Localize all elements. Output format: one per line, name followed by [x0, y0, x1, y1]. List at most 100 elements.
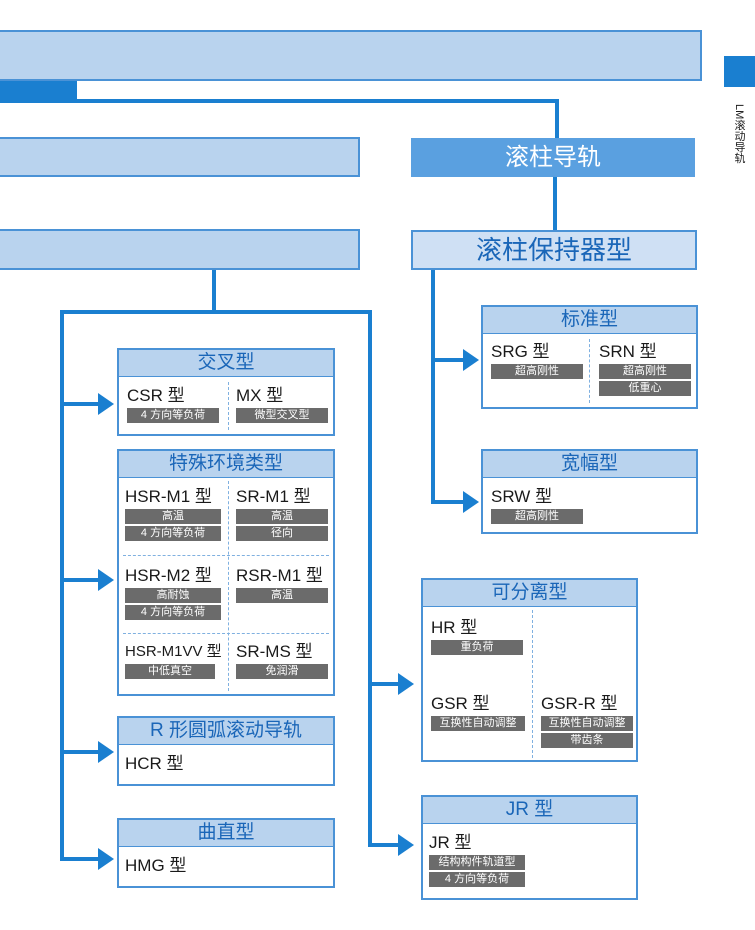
- side-tab-label: LM滚动导轨: [733, 104, 745, 164]
- product-gsr-r: GSR-R 型 互换性自动调整 带齿条: [541, 694, 633, 748]
- arrow-separable: [398, 673, 414, 695]
- connector-curve: [60, 857, 100, 861]
- connector-standard: [435, 358, 465, 362]
- hsr-m2-tag-2: 4 方向等负荷: [125, 605, 221, 620]
- top-banner-tab: [0, 81, 77, 103]
- gsr-r-name: GSR-R 型: [541, 694, 618, 713]
- product-hsr-m1: HSR-M1 型 高温 4 方向等负荷: [125, 487, 221, 541]
- hsr-m1-name: HSR-M1 型: [125, 487, 212, 506]
- product-rsr-m1: RSR-M1 型 高温: [236, 566, 328, 603]
- product-sr-ms: SR-MS 型 免润滑: [236, 642, 328, 679]
- divider: [123, 555, 329, 556]
- arrow-cross: [98, 393, 114, 415]
- top-banner: [0, 30, 702, 81]
- side-tab-marker: [724, 56, 755, 87]
- srn-tag-1: 超高刚性: [599, 364, 691, 379]
- product-hsr-m2: HSR-M2 型 高耐蚀 4 方向等负荷: [125, 566, 221, 620]
- special-title: 特殊环境类型: [119, 451, 333, 478]
- connector-separable: [372, 682, 400, 686]
- connector-right-trunk: [368, 310, 372, 847]
- product-srg: SRG 型 超高刚性: [491, 342, 583, 379]
- srn-tag-2: 低重心: [599, 381, 691, 396]
- divider: [228, 481, 229, 691]
- divider: [532, 610, 533, 758]
- srg-name: SRG 型: [491, 342, 550, 361]
- roller-retainer-box: 滚柱保持器型: [411, 230, 697, 270]
- connector-top-v: [555, 99, 559, 139]
- product-sr-m1: SR-M1 型 高温 径向: [236, 487, 328, 541]
- rsr-m1-name: RSR-M1 型: [236, 566, 323, 585]
- connector-r-arc: [64, 750, 100, 754]
- connector-roller-trunk: [431, 270, 435, 504]
- connector-special: [64, 578, 100, 582]
- gsr-tag: 互换性自动调整: [431, 716, 525, 731]
- hsr-m1-tag-1: 高温: [125, 509, 221, 524]
- jr-tag-1: 结构构件轨道型: [429, 855, 525, 870]
- divider: [589, 339, 590, 403]
- sr-m1-name: SR-M1 型: [236, 487, 311, 506]
- connector-left-stem: [212, 270, 216, 314]
- separable-card: 可分离型 HR 型 重负荷 GSR 型 互换性自动调整 GSR-R 型 互换性自…: [421, 578, 638, 762]
- r-arc-title: R 形圆弧滚动导轨: [119, 718, 333, 745]
- roller-retainer-title: 滚柱保持器型: [475, 235, 632, 265]
- hmg-name: HMG 型: [125, 856, 187, 875]
- sr-m1-tag-1: 高温: [236, 509, 328, 524]
- wide-card: 宽幅型 SRW 型 超高刚性: [481, 449, 698, 534]
- mx-name: MX 型: [236, 386, 284, 405]
- cross-card: 交叉型 CSR 型 4 方向等负荷 MX 型 微型交叉型: [117, 348, 335, 436]
- standard-card: 标准型 SRG 型 超高刚性 SRN 型 超高刚性 低重心: [481, 305, 698, 409]
- product-jr: JR 型 结构构件轨道型 4 方向等负荷: [429, 833, 525, 887]
- jr-tag-2: 4 方向等负荷: [429, 872, 525, 887]
- product-mx: MX 型 微型交叉型: [236, 386, 328, 423]
- gsr-r-tag-2: 带齿条: [541, 733, 633, 748]
- roller-guide-title: 滚柱导轨: [505, 144, 601, 171]
- arrow-standard: [463, 349, 479, 371]
- arrow-curve: [98, 848, 114, 870]
- srg-tag: 超高刚性: [491, 364, 583, 379]
- product-hr: HR 型 重负荷: [431, 618, 523, 655]
- hsr-m1vv-name: HSR-M1VV 型: [125, 643, 222, 660]
- curve-title: 曲直型: [119, 820, 333, 847]
- ball-guide-banner: [0, 137, 360, 177]
- srn-name: SRN 型: [599, 342, 657, 361]
- hsr-m1vv-tag: 中低真空: [125, 664, 215, 679]
- hr-name: HR 型: [431, 618, 478, 637]
- connector-top-h: [77, 99, 559, 103]
- connector-wide: [431, 500, 465, 504]
- connector-roller-v: [553, 177, 557, 230]
- product-hsr-m1vv: HSR-M1VV 型 中低真空: [125, 642, 227, 679]
- connector-left-bar: [60, 310, 372, 314]
- standard-title: 标准型: [483, 307, 696, 334]
- gsr-name: GSR 型: [431, 694, 490, 713]
- srw-name: SRW 型: [491, 487, 553, 506]
- divider: [228, 382, 229, 430]
- hsr-m2-tag-1: 高耐蚀: [125, 588, 221, 603]
- curve-card: 曲直型 HMG 型: [117, 818, 335, 888]
- sr-ms-name: SR-MS 型: [236, 642, 313, 661]
- arrow-r-arc: [98, 741, 114, 763]
- gsr-r-tag-1: 互换性自动调整: [541, 716, 633, 731]
- jr-card: JR 型 JR 型 结构构件轨道型 4 方向等负荷: [421, 795, 638, 900]
- hsr-m2-name: HSR-M2 型: [125, 566, 212, 585]
- arrow-jr: [398, 834, 414, 856]
- r-arc-card: R 形圆弧滚动导轨 HCR 型: [117, 716, 335, 786]
- sr-m1-tag-2: 径向: [236, 526, 328, 541]
- roller-guide-box: 滚柱导轨: [411, 138, 695, 177]
- hcr-name: HCR 型: [125, 754, 184, 773]
- product-gsr: GSR 型 互换性自动调整: [431, 694, 525, 731]
- divider: [123, 633, 329, 634]
- hr-tag: 重负荷: [431, 640, 523, 655]
- cross-title: 交叉型: [119, 350, 333, 377]
- csr-name: CSR 型: [127, 386, 185, 405]
- product-srn: SRN 型 超高刚性 低重心: [599, 342, 691, 396]
- jr-title: JR 型: [423, 797, 636, 824]
- connector-cross: [64, 402, 100, 406]
- arrow-wide: [463, 491, 479, 513]
- connector-left-trunk: [60, 310, 64, 861]
- product-csr: CSR 型 4 方向等负荷: [127, 386, 219, 423]
- separable-title: 可分离型: [423, 580, 636, 607]
- product-srw: SRW 型 超高刚性: [491, 487, 583, 524]
- rsr-m1-tag: 高温: [236, 588, 328, 603]
- sr-ms-tag: 免润滑: [236, 664, 328, 679]
- ball-retainer-banner: [0, 229, 360, 270]
